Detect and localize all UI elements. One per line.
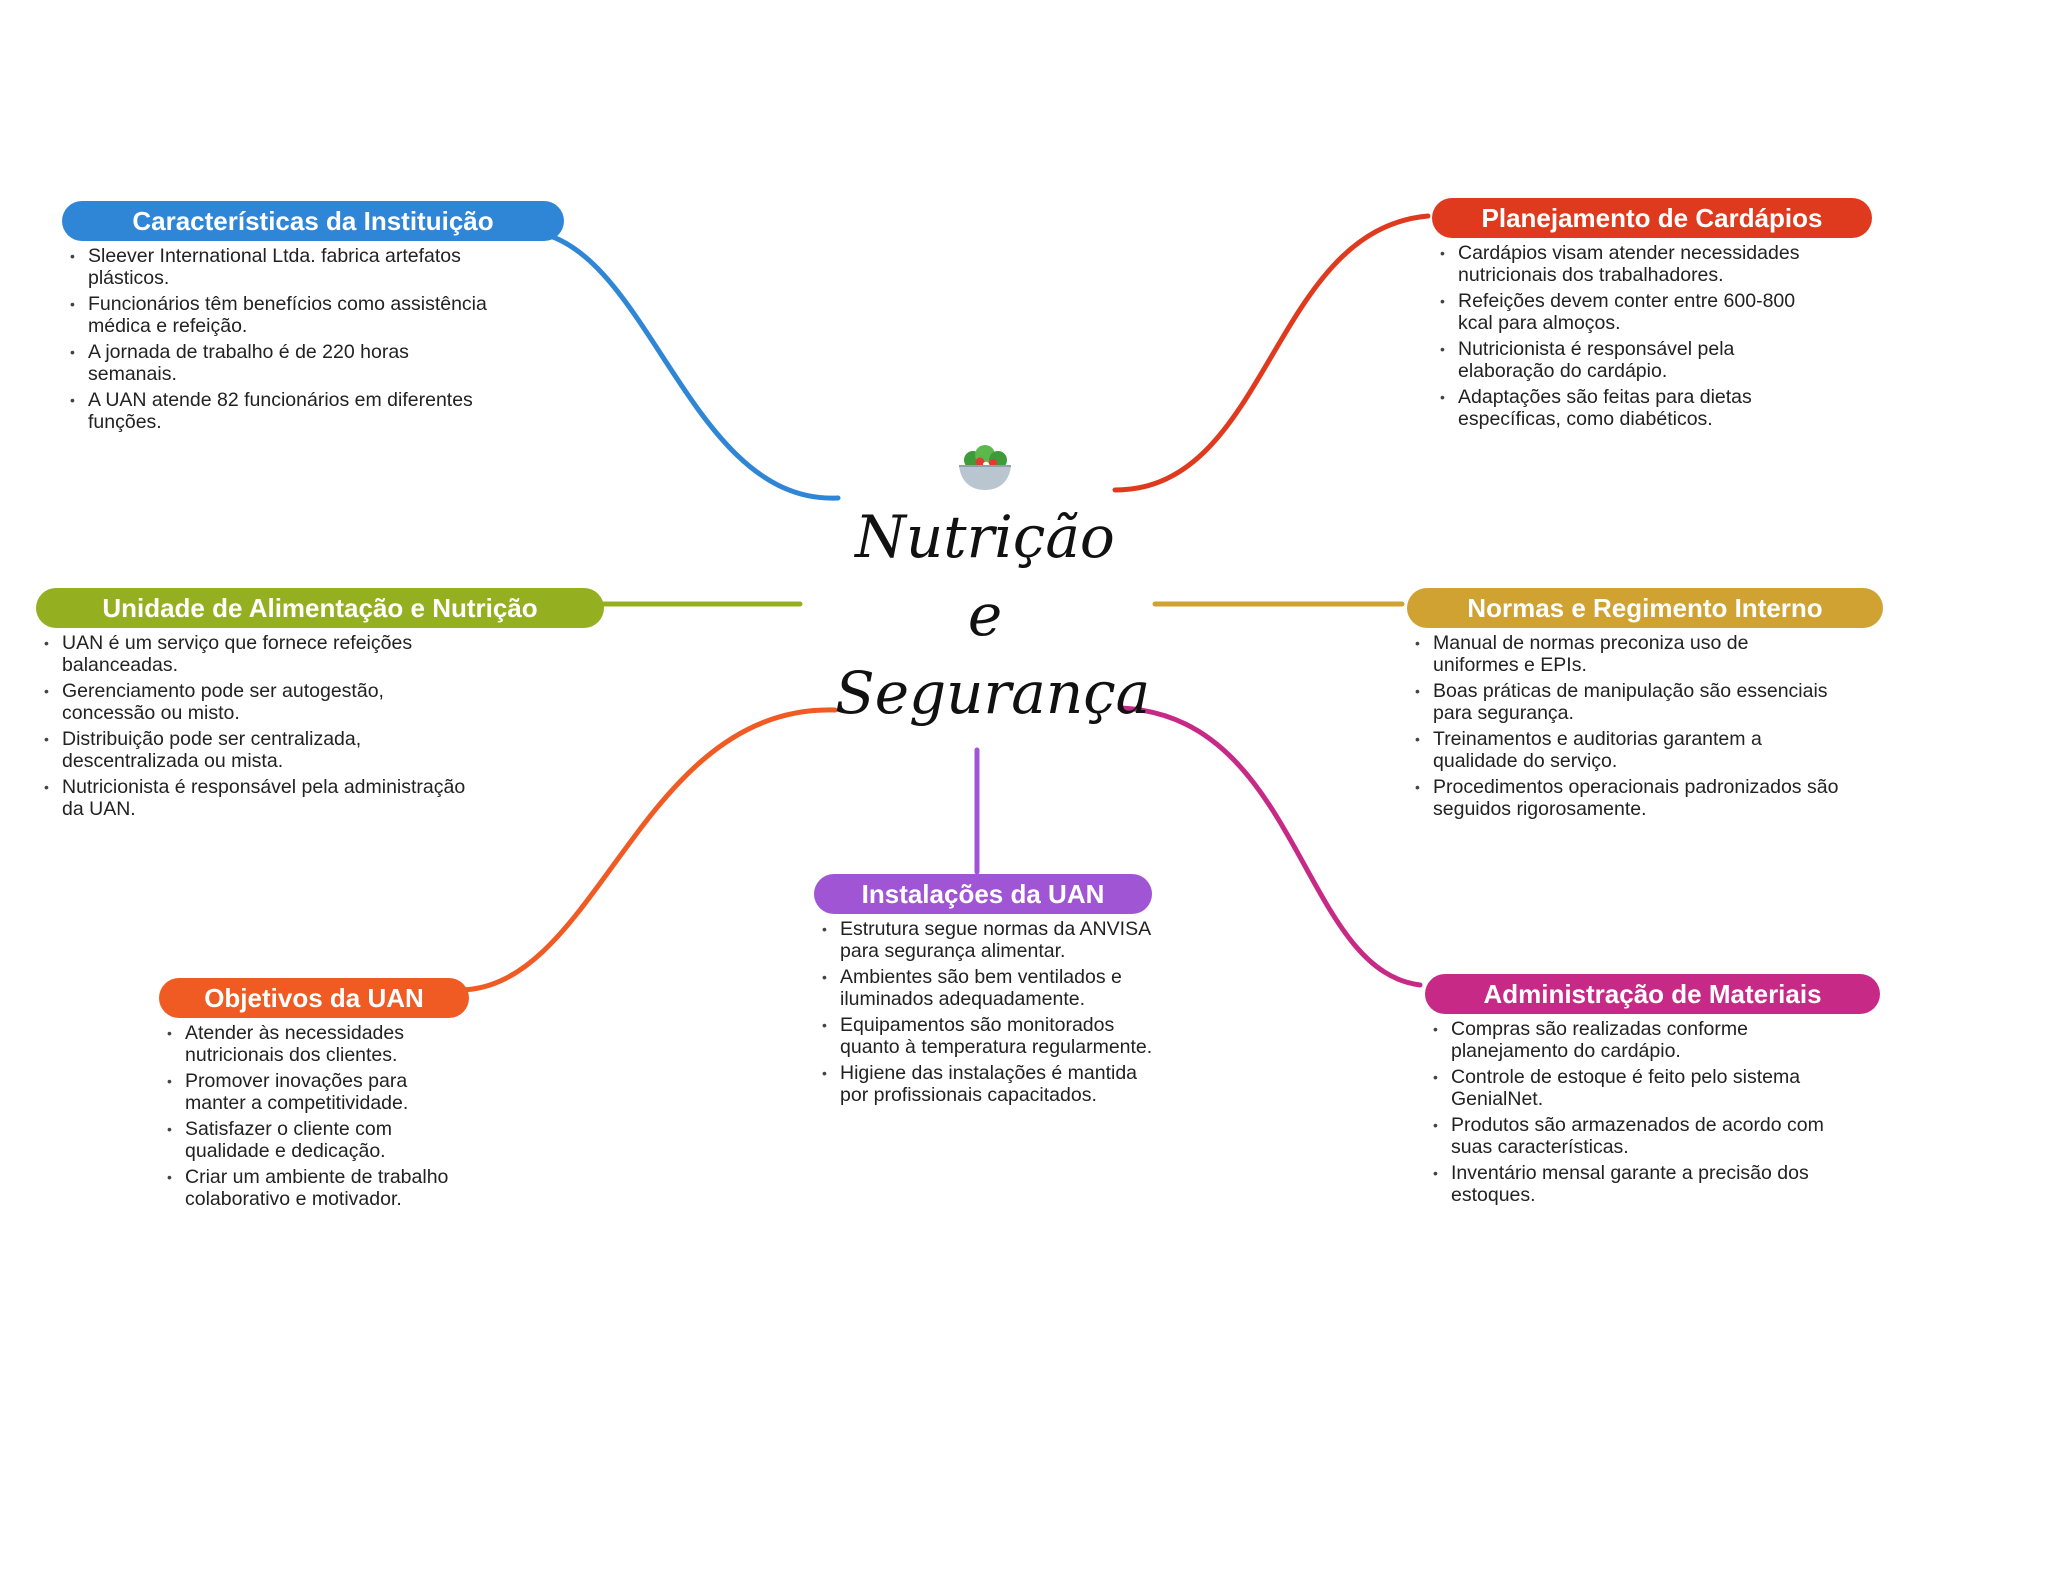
list-item: Procedimentos operacionais padronizados … — [1409, 776, 1839, 820]
branch-instalacoes: Instalações da UAN Estrutura segue norma… — [814, 874, 1154, 1110]
branch-objetivos-items: Atender às necessidades nutricionais dos… — [161, 1022, 461, 1210]
list-item: Equipamentos são monitorados quanto à te… — [816, 1014, 1161, 1058]
branch-objetivos: Objetivos da UAN Atender às necessidades… — [159, 978, 479, 1214]
central-topic[interactable]: Nutrição e Segurança — [835, 438, 1151, 748]
branch-planejamento: Planejamento de Cardápios Cardápios visa… — [1432, 198, 1882, 434]
list-item: A jornada de trabalho é de 220 horas sem… — [64, 341, 494, 385]
connector-administracao — [1117, 705, 1423, 988]
salad-bowl-icon — [959, 445, 1011, 490]
branch-unidade: Unidade de Alimentação e Nutrição UAN é … — [36, 588, 606, 824]
central-title-line-2: e — [967, 581, 1003, 649]
central-title-line-3: Segurança — [835, 659, 1151, 727]
list-item: Funcionários têm benefícios como assistê… — [64, 293, 494, 337]
connector-caracteristicas — [532, 229, 841, 501]
central-title-line-1: Nutrição — [855, 503, 1115, 571]
list-item: Estrutura segue normas da ANVISA para se… — [816, 918, 1161, 962]
branch-objetivos-title[interactable]: Objetivos da UAN — [159, 978, 469, 1018]
list-item: Boas práticas de manipulação são essenci… — [1409, 680, 1839, 724]
list-item: Criar um ambiente de trabalho colaborati… — [161, 1166, 461, 1210]
list-item: Refeições devem conter entre 600-800 kca… — [1434, 290, 1834, 334]
list-item: A UAN atende 82 funcionários em diferent… — [64, 389, 494, 433]
list-item: Controle de estoque é feito pelo sistema… — [1427, 1066, 1837, 1110]
central-title: Nutrição e Segurança — [835, 498, 1151, 732]
branch-administracao-items: Compras são realizadas conforme planejam… — [1427, 1018, 1837, 1206]
branch-instalacoes-title[interactable]: Instalações da UAN — [814, 874, 1152, 914]
branch-caracteristicas-items: Sleever International Ltda. fabrica arte… — [64, 245, 494, 433]
branch-caracteristicas-title[interactable]: Características da Instituição — [62, 201, 564, 241]
list-item: Promover inovações para manter a competi… — [161, 1070, 461, 1114]
branch-administracao-title[interactable]: Administração de Materiais — [1425, 974, 1880, 1014]
connector-planejamento — [1112, 213, 1431, 493]
list-item: Sleever International Ltda. fabrica arte… — [64, 245, 494, 289]
list-item: Inventário mensal garante a precisão dos… — [1427, 1162, 1837, 1206]
branch-caracteristicas: Características da Instituição Sleever I… — [62, 201, 564, 437]
branch-instalacoes-items: Estrutura segue normas da ANVISA para se… — [816, 918, 1161, 1106]
list-item: Gerenciamento pode ser autogestão, conce… — [38, 680, 468, 724]
list-item: Compras são realizadas conforme planejam… — [1427, 1018, 1837, 1062]
list-item: Adaptações são feitas para dietas especí… — [1434, 386, 1834, 430]
connector-objetivos — [459, 707, 838, 993]
list-item: Nutricionista é responsável pela elabora… — [1434, 338, 1834, 382]
list-item: Cardápios visam atender necessidades nut… — [1434, 242, 1834, 286]
branch-unidade-title[interactable]: Unidade de Alimentação e Nutrição — [36, 588, 604, 628]
list-item: Higiene das instalações é mantida por pr… — [816, 1062, 1161, 1106]
branch-unidade-items: UAN é um serviço que fornece refeições b… — [38, 632, 468, 820]
branch-normas-items: Manual de normas preconiza uso de unifor… — [1409, 632, 1839, 820]
list-item: UAN é um serviço que fornece refeições b… — [38, 632, 468, 676]
branch-administracao: Administração de Materiais Compras são r… — [1425, 974, 1885, 1210]
list-item: Satisfazer o cliente com qualidade e ded… — [161, 1118, 461, 1162]
list-item: Produtos são armazenados de acordo com s… — [1427, 1114, 1837, 1158]
branch-normas: Normas e Regimento Interno Manual de nor… — [1407, 588, 1887, 824]
branch-planejamento-title[interactable]: Planejamento de Cardápios — [1432, 198, 1872, 238]
list-item: Treinamentos e auditorias garantem a qua… — [1409, 728, 1839, 772]
branch-planejamento-items: Cardápios visam atender necessidades nut… — [1434, 242, 1834, 430]
list-item: Distribuição pode ser centralizada, desc… — [38, 728, 468, 772]
list-item: Ambientes são bem ventilados e iluminado… — [816, 966, 1161, 1010]
list-item: Atender às necessidades nutricionais dos… — [161, 1022, 461, 1066]
branch-normas-title[interactable]: Normas e Regimento Interno — [1407, 588, 1883, 628]
list-item: Nutricionista é responsável pela adminis… — [38, 776, 468, 820]
list-item: Manual de normas preconiza uso de unifor… — [1409, 632, 1839, 676]
